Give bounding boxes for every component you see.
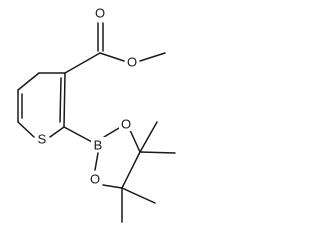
- atom-o-ester: O: [125, 54, 139, 70]
- atom-label-o-ring-2: O: [90, 172, 100, 187]
- atom-labels: O O S B O O: [35, 5, 139, 187]
- bond-oester-ch3: [139, 52, 166, 62]
- atom-label-o-ring-1: O: [121, 117, 131, 132]
- atom-label-o-carbonyl: O: [95, 6, 105, 21]
- bond-b-o2: [94, 152, 99, 171]
- bond-b-o1: [103, 127, 120, 138]
- bond-c4-me2: [139, 151, 176, 154]
- bond-s-c2: [49, 126, 65, 138]
- bond-c4-me1: [139, 121, 158, 153]
- atom-s: S: [35, 131, 49, 147]
- bonds: [17, 22, 176, 223]
- atom-label-o-ester: O: [127, 55, 137, 70]
- bond-c3-c4: [17, 72, 40, 91]
- bond-c5-s: [17, 121, 35, 138]
- bond-c5-me3: [121, 187, 156, 204]
- atom-o-carbonyl: O: [93, 5, 107, 21]
- bond-c2-b: [63, 126, 93, 143]
- atom-label-s: S: [38, 132, 47, 147]
- bond-c2-c3-inner: [59, 77, 62, 123]
- atom-o-ring-2: O: [88, 171, 102, 187]
- bond-o1-c4: [129, 129, 141, 153]
- atom-o-ring-1: O: [119, 116, 133, 132]
- bond-c-oester: [99, 52, 125, 62]
- bond-c4-c5ring: [121, 151, 141, 189]
- bond-c3-ccarbonyl: [64, 52, 101, 74]
- atom-label-b: B: [94, 138, 103, 153]
- atom-b: B: [91, 137, 105, 153]
- bond-o2-c5: [102, 184, 123, 189]
- bond-c2-c3: [63, 72, 66, 128]
- chemical-structure-diagram: O O S B O O: [17, 5, 176, 223]
